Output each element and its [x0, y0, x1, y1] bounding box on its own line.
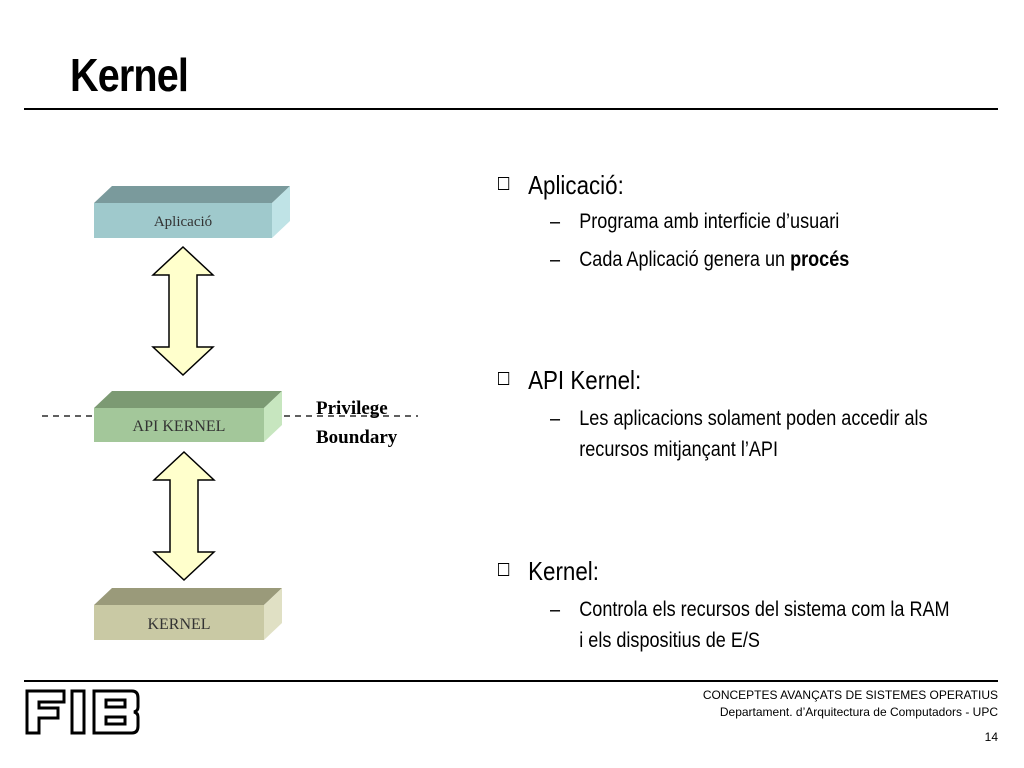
sub-bullet-text: Les aplicacions solament poden accedir a… [579, 407, 928, 461]
bullet-aplicacio: Aplicació: [498, 170, 624, 201]
bullet-api-kernel: API Kernel: [498, 365, 641, 396]
footer-divider [24, 680, 998, 682]
aplicacio-block-front [94, 203, 272, 238]
fib-logo [25, 689, 140, 735]
api-kernel-block: API KERNEL [94, 391, 282, 442]
bullet-kernel: Kernel: [498, 556, 599, 587]
kernel-block-top [94, 588, 282, 605]
api-kernel-block-side [264, 391, 282, 442]
sub-bullet-bold-text: procés [790, 248, 850, 271]
square-bullet-icon [498, 563, 510, 576]
bullet-heading: API Kernel: [528, 365, 642, 395]
title-divider [24, 108, 998, 110]
kernel-block-side [264, 588, 282, 640]
sub-bullet: – Programa amb interficie d’usuari [550, 206, 954, 237]
sub-bullet-text: Programa amb interficie d’usuari [579, 210, 840, 233]
api-kernel-double-arrow [152, 450, 216, 582]
dash-icon: – [550, 407, 561, 430]
dash-icon: – [550, 598, 561, 621]
api-kernel-block-top [94, 391, 282, 408]
sub-bullet: – Les aplicacions solament poden accedir… [550, 403, 954, 465]
kernel-block-front [94, 605, 264, 640]
api-kernel-block-label: API KERNEL [133, 418, 226, 435]
footer-course: CONCEPTES AVANÇATS DE SISTEMES OPERATIUS [702, 688, 998, 702]
dash-icon: – [550, 210, 561, 233]
aplicacio-block: Aplicació [94, 186, 290, 238]
privilege-label: Privilege [316, 398, 388, 419]
boundary-label: Boundary [316, 427, 398, 448]
sub-bullet-text: Controla els recursos del sistema com la… [579, 598, 950, 652]
footer-department: Departament. d’Arquitectura de Computado… [719, 705, 998, 719]
sub-bullet: – Controla els recursos del sistema com … [550, 594, 954, 656]
kernel-layers-diagram: Aplicació API KERNEL KERNEL Privilege Bo… [42, 186, 418, 640]
aplicacio-block-label: Aplicació [154, 214, 212, 230]
aplicacio-block-top [94, 186, 290, 203]
sub-bullet-text: Cada Aplicació genera un [579, 248, 791, 271]
square-bullet-icon [498, 177, 510, 190]
aplicacio-block-side [272, 186, 290, 238]
kernel-block-label: KERNEL [147, 616, 210, 633]
bullet-heading: Kernel: [528, 556, 599, 586]
page-number: 14 [984, 730, 998, 744]
square-bullet-icon [498, 372, 510, 385]
kernel-block: KERNEL [94, 588, 282, 640]
dash-icon: – [550, 248, 561, 271]
bullet-heading: Aplicació: [528, 170, 624, 200]
api-kernel-block-front [94, 408, 264, 442]
sub-bullet: – Cada Aplicació genera un procés [550, 244, 954, 275]
slide-title: Kernel [70, 49, 189, 101]
app-api-double-arrow [151, 245, 215, 377]
